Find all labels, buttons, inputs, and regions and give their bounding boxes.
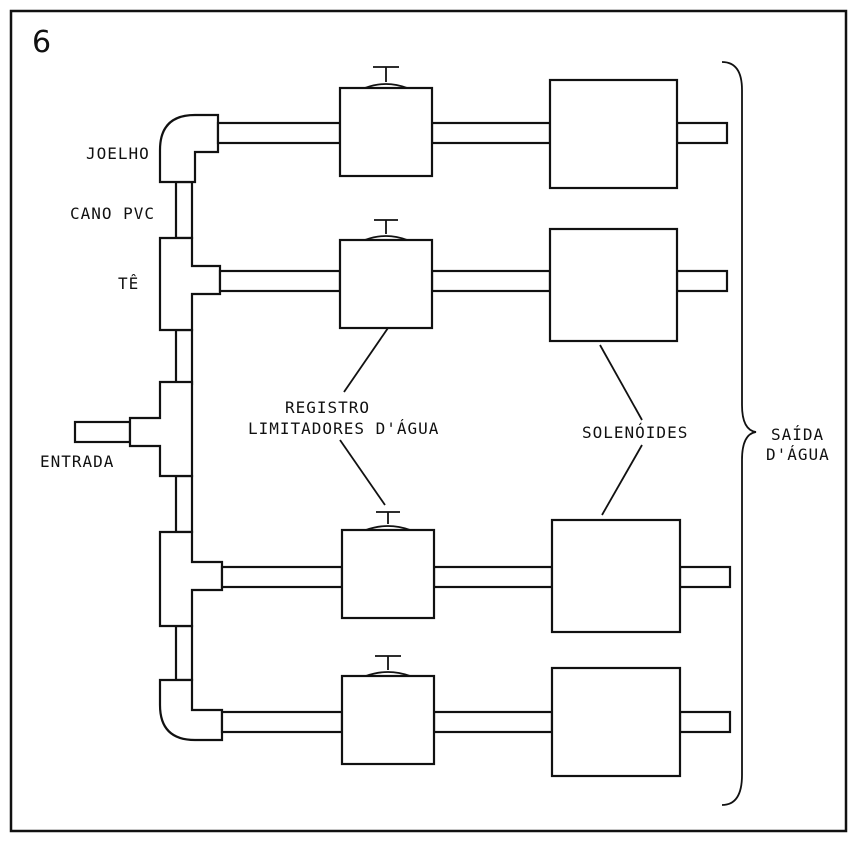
tee-joint-2 bbox=[158, 236, 222, 332]
figure-frame bbox=[9, 9, 848, 833]
branch-2 bbox=[218, 219, 729, 343]
branch-1 bbox=[216, 66, 729, 190]
label-cano-pvc: CANO PVC bbox=[70, 204, 155, 223]
label-registro: REGISTRO bbox=[285, 398, 370, 417]
solenoid-2 bbox=[548, 227, 679, 343]
valve-handle-2 bbox=[364, 219, 408, 241]
valve-1 bbox=[338, 86, 434, 178]
branch-3 bbox=[220, 511, 732, 634]
valve-3 bbox=[340, 528, 436, 620]
tee-joint-3 bbox=[158, 530, 224, 628]
inlet-tee bbox=[128, 380, 194, 478]
elbow-joint-bottom bbox=[158, 678, 224, 742]
label-solenoides: SOLENÓIDES bbox=[582, 423, 688, 442]
solenoid-3 bbox=[550, 518, 682, 634]
figure-number: 6 bbox=[32, 25, 51, 60]
leader-lines bbox=[339, 327, 643, 516]
solenoid-4 bbox=[550, 666, 682, 778]
valve-4 bbox=[340, 674, 436, 766]
valve-handle-1 bbox=[364, 66, 408, 89]
label-te: TÊ bbox=[118, 274, 139, 293]
elbow-joint-top bbox=[158, 113, 220, 184]
label-entrada: ENTRADA bbox=[40, 452, 114, 471]
valve-handle-4 bbox=[365, 655, 411, 677]
inlet-pipe bbox=[73, 420, 132, 444]
solenoid-1 bbox=[548, 78, 679, 190]
valve-2 bbox=[338, 238, 434, 330]
branch-4 bbox=[220, 655, 732, 778]
label-limitadores: LIMITADORES D'ÁGUA bbox=[248, 419, 439, 438]
label-saida-line1: SAÍDA bbox=[771, 425, 824, 444]
label-joelho: JOELHO bbox=[86, 144, 150, 163]
label-saida-line2: D'ÁGUA bbox=[766, 445, 830, 464]
valve-handle-3 bbox=[365, 511, 411, 531]
output-brace bbox=[721, 61, 757, 806]
